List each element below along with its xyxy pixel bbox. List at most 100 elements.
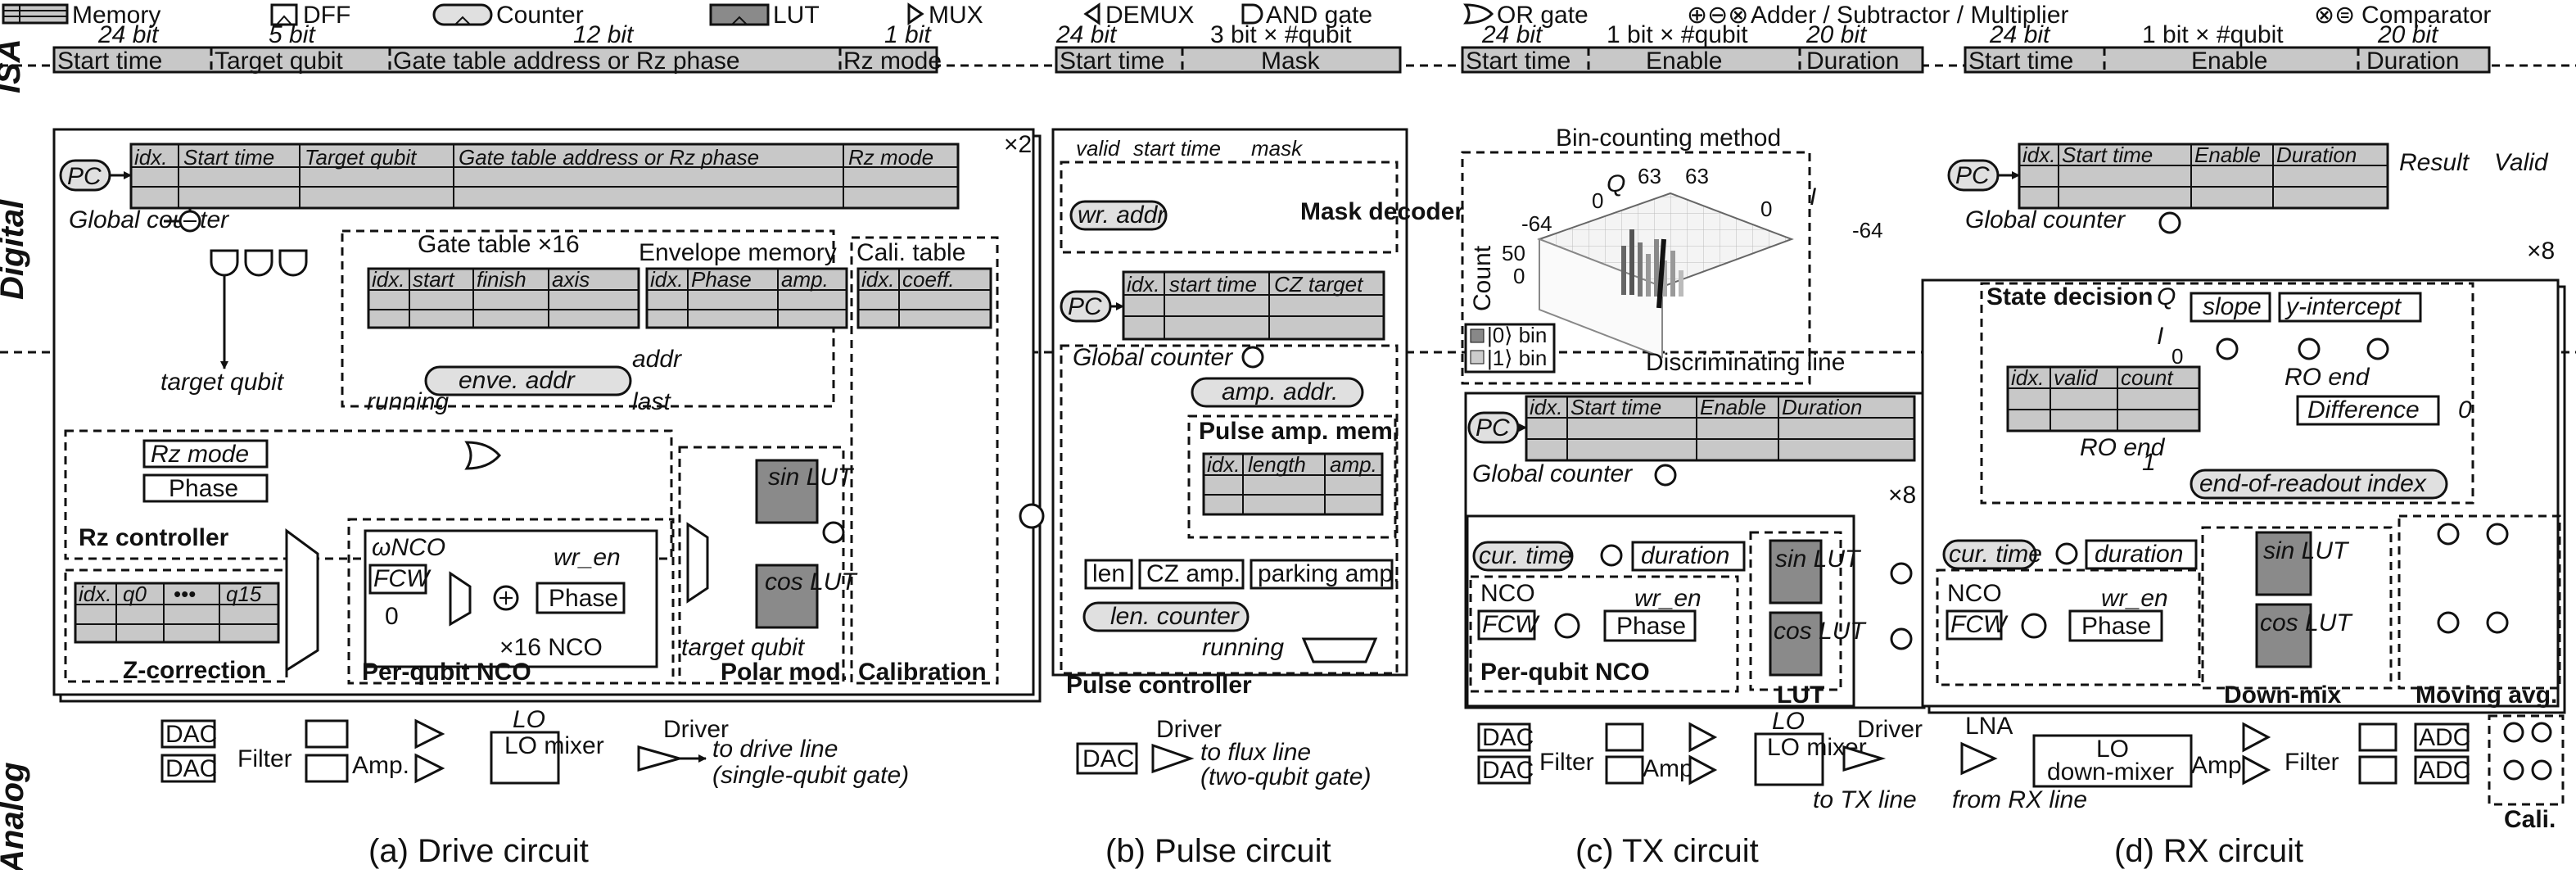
drive-multiplier: [824, 523, 843, 542]
drive-gate-col-0: idx.: [372, 267, 404, 292]
or-gate-icon: [1466, 5, 1492, 23]
drive-gate-col-1: start: [413, 267, 455, 292]
tx-cur-time-label: cur. time: [1479, 542, 1572, 569]
drive-addr-label: addr: [632, 346, 682, 373]
rx-isa-field-1: Enable: [2191, 48, 2267, 75]
rx-slope: slope: [2203, 293, 2262, 320]
drive-cali-title: Cali. table: [856, 239, 965, 266]
drive-dac-0-label: DAC: [165, 721, 217, 748]
pulse-mem-col-2: CZ target: [1274, 272, 1364, 297]
pulse-controller: Pulse controller: [1066, 672, 1252, 699]
rx-cali: Cali.: [2504, 806, 2556, 833]
rx-down-mix: Down-mix: [2224, 682, 2342, 709]
rx-difference: Difference: [2307, 396, 2420, 423]
drive-and-gate-2: [280, 251, 306, 275]
rx-end-idx: end-of-readout index: [2199, 470, 2427, 497]
pulse-mask: mask: [1251, 136, 1304, 161]
drive-env-col-0: idx.: [650, 267, 683, 292]
tx-bin0: |0⟩ bin: [1487, 323, 1547, 347]
rx-global-counter: Global counter: [1965, 206, 2126, 233]
rx-amp-1: [2244, 757, 2268, 783]
rx-avg-adder-1: [2488, 524, 2507, 544]
pulse-to-flux: to flux line: [1200, 739, 1311, 766]
drive-isa-field-1: Target qubit: [215, 48, 343, 75]
tx-comparator-2: [1602, 546, 1621, 565]
drive-global-counter: Global counter: [69, 206, 229, 233]
tx-z-tick-0: 50: [1502, 241, 1525, 265]
rx-avg-adder-3: [2488, 613, 2507, 632]
pulse-pam-col-0: idx.: [1207, 452, 1240, 477]
drive-isa-field-0: Start time: [57, 48, 162, 75]
drive-per-qubit-nco: Per-qubit NCO: [362, 659, 531, 686]
tx-duration-label: duration: [1641, 542, 1729, 569]
rx-cali-region: [2489, 716, 2563, 804]
drive-filter: Filter: [237, 745, 292, 772]
pulse-amp-mem: Pulse amp. mem.: [1199, 418, 1399, 445]
drive-caption: (a) Drive circuit: [368, 833, 589, 869]
pulse-isa-bits-0: 24 bit: [1055, 21, 1118, 48]
memory-icon: [3, 5, 67, 23]
tx-count: Count: [1469, 245, 1496, 311]
drive-amp-0: [416, 721, 442, 747]
tx-isa-field-0: Start time: [1466, 48, 1570, 75]
pulse-start-time: start time: [1133, 136, 1221, 161]
lut-icon: [711, 5, 768, 25]
tx-lut: LUT: [1777, 682, 1824, 709]
drive-target-qubit-label: target qubit: [160, 369, 285, 396]
tx-times8: ×8: [1888, 482, 1916, 509]
rx-cali-mult-1: [2533, 723, 2551, 741]
drive-zcorr-col-1: q0: [123, 582, 147, 606]
pulse-cz-amp: CZ amp.: [1146, 560, 1241, 587]
drive-sin-lut-label: sin LUT: [768, 464, 855, 491]
drive-demux: [287, 531, 318, 670]
drive-omega-nco: ωNCO: [372, 534, 445, 561]
tx-bin0-swatch: [1471, 329, 1484, 342]
and-gate-icon: [1243, 5, 1262, 23]
rx-amp-0: [2244, 724, 2268, 750]
drive-cali-col-0: idx.: [861, 267, 894, 292]
rx-times8: ×8: [2527, 238, 2555, 265]
tx-tick-0: 63: [1638, 164, 1661, 188]
mux-icon: [909, 5, 922, 23]
tx-mem-col-1: Start time: [1570, 395, 1661, 419]
rx-cur-time-label: cur. time: [1949, 541, 2042, 568]
rx-nco-adder: [2022, 614, 2045, 637]
rx-mem-col-1: Start time: [2062, 143, 2153, 167]
rx-sd-col-2: count: [2121, 365, 2174, 390]
drive-cos-lut-label: cos LUT: [765, 568, 858, 595]
drive-rz-mode: Rz mode: [151, 441, 249, 468]
tx-per-qubit-nco: Per-qubit NCO: [1480, 659, 1650, 686]
pulse-dac-label: DAC: [1082, 745, 1134, 772]
rx-cali-mult-2: [2505, 761, 2523, 779]
drive-mem-col-0: idx.: [134, 145, 167, 170]
pulse-valid: valid: [1076, 136, 1121, 161]
comparator-icons: ⊗⊜: [2314, 2, 2355, 29]
drive-output-adder: [1020, 505, 1043, 528]
tx-comparator: [1656, 465, 1675, 485]
drive-envelope-title: Envelope memory: [639, 239, 837, 266]
tx-mem-col-0: idx.: [1530, 395, 1562, 419]
drive-enve-addr: enve. addr: [459, 367, 576, 394]
drive-polar-mod: Polar mod.: [721, 659, 847, 686]
pulse-mem-col-1: start time: [1169, 272, 1257, 297]
rx-q: Q: [2157, 283, 2176, 310]
tx-caption: (c) TX circuit: [1575, 833, 1759, 869]
row-label-analog: Analog: [0, 762, 30, 870]
drive-mem-col-4: Rz mode: [848, 145, 933, 170]
drive-last-label: last: [632, 388, 671, 415]
drive-running-label: running: [367, 388, 449, 415]
tx-dac-0-label: DAC: [1482, 724, 1534, 751]
drive-isa-bits-1: 5 bit: [269, 21, 316, 48]
rx-adc-1-label: ADC: [2419, 757, 2470, 784]
rx-amp: Amp.: [2191, 752, 2248, 779]
pulse-driver-amp: [1153, 745, 1191, 772]
pulse-running: running: [1202, 634, 1284, 661]
rx-avg-adder-0: [2438, 524, 2458, 544]
pulse-wr-addr: wr. addr: [1078, 202, 1166, 229]
rx-filter-1: [2360, 757, 2396, 783]
rx-mem-col-2: Enable: [2194, 143, 2261, 167]
tx-z-tick-1: 0: [1513, 264, 1525, 288]
drive-and-gate-1: [246, 251, 272, 275]
tx-mem-col-3: Duration: [1782, 395, 1862, 419]
tx-bin1: |1⟩ bin: [1487, 346, 1547, 370]
